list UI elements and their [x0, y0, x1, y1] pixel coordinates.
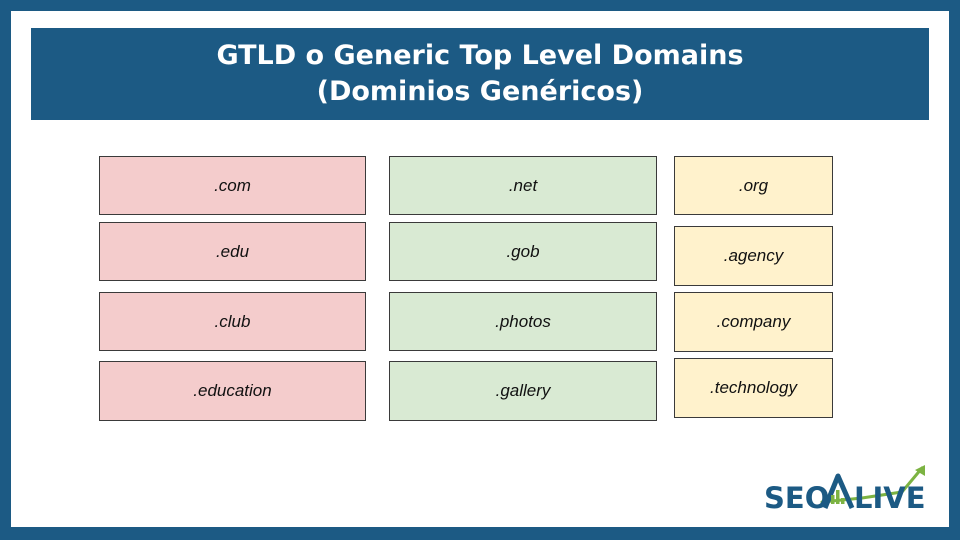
domain-box-technology: .technology: [674, 358, 833, 418]
domain-box-edu: .edu: [99, 222, 366, 281]
seoalive-logo: SEO LIVE: [762, 462, 932, 515]
domain-box-agency: .agency: [674, 226, 833, 286]
title-banner: GTLD o Generic Top Level Domains (Domini…: [31, 28, 929, 120]
domain-box-com: .com: [99, 156, 366, 215]
title-line-1: GTLD o Generic Top Level Domains: [216, 40, 744, 71]
domain-box-gallery: .gallery: [389, 361, 657, 421]
domain-box-gob: .gob: [389, 222, 657, 281]
seoalive-logo-icon: SEO LIVE: [764, 465, 926, 515]
domain-box-company: .company: [674, 292, 833, 352]
title-line-2: (Dominios Genéricos): [316, 76, 644, 107]
domain-box-club: .club: [99, 292, 366, 351]
logo-text-left: SEO: [764, 481, 829, 514]
domain-box-org: .org: [674, 156, 833, 215]
logo-text-right: LIVE: [854, 481, 926, 514]
domain-box-photos: .photos: [389, 292, 657, 351]
domain-box-education: .education: [99, 361, 366, 421]
domain-box-net: .net: [389, 156, 657, 215]
